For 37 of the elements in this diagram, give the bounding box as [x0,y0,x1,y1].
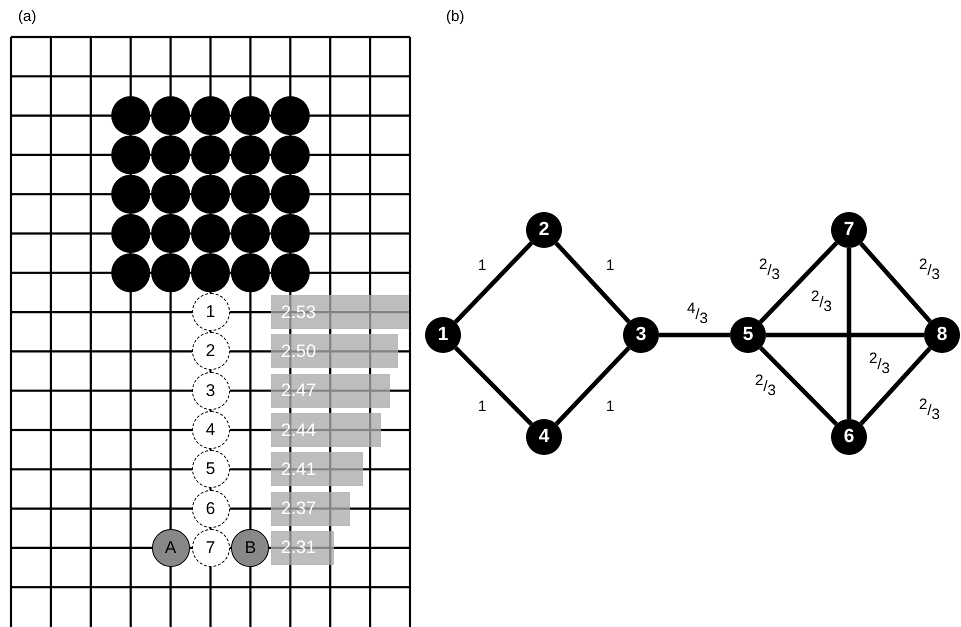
graph-node: 8 [924,317,960,353]
dashed-circle: 4 [192,411,230,449]
dashed-circle: 5 [192,450,230,488]
value-bar: 2.41 [271,452,363,486]
edge-line [554,346,630,426]
value-bar: 2.50 [271,334,398,368]
edge-line [454,346,533,426]
value-bar: 2.31 [271,530,334,565]
panel-label: (a) [18,8,36,25]
edge-line [554,242,630,324]
graph-node: 3 [623,317,659,353]
edge-line [846,248,852,419]
edge-line [759,346,838,426]
dashed-circle: 1 [192,293,230,332]
value-bar: 2.53 [271,295,409,330]
edge-line [659,332,730,338]
edge-line [766,332,924,338]
dashed-circle: 7 [192,528,230,567]
graph-node: 4 [526,419,562,455]
stone-circle: A [152,528,190,567]
edge-line [859,346,932,426]
graph-node: 6 [831,419,867,455]
dashed-circle: 2 [192,332,230,370]
dashed-circle: 6 [192,490,230,528]
edge-line [758,241,838,324]
value-bar: 2.47 [271,374,390,408]
edge-line [859,242,932,324]
stone-circle: B [231,528,270,567]
graph-node: 2 [526,212,562,248]
dashed-circle: 3 [192,372,230,410]
value-bar: 2.44 [271,413,381,447]
graph-node: 7 [831,212,867,248]
edge-line [454,241,534,324]
value-bar: 2.37 [271,492,350,526]
graph-node: 1 [425,317,461,353]
graph-node: 5 [730,317,766,353]
panel-label: (b) [446,8,464,25]
